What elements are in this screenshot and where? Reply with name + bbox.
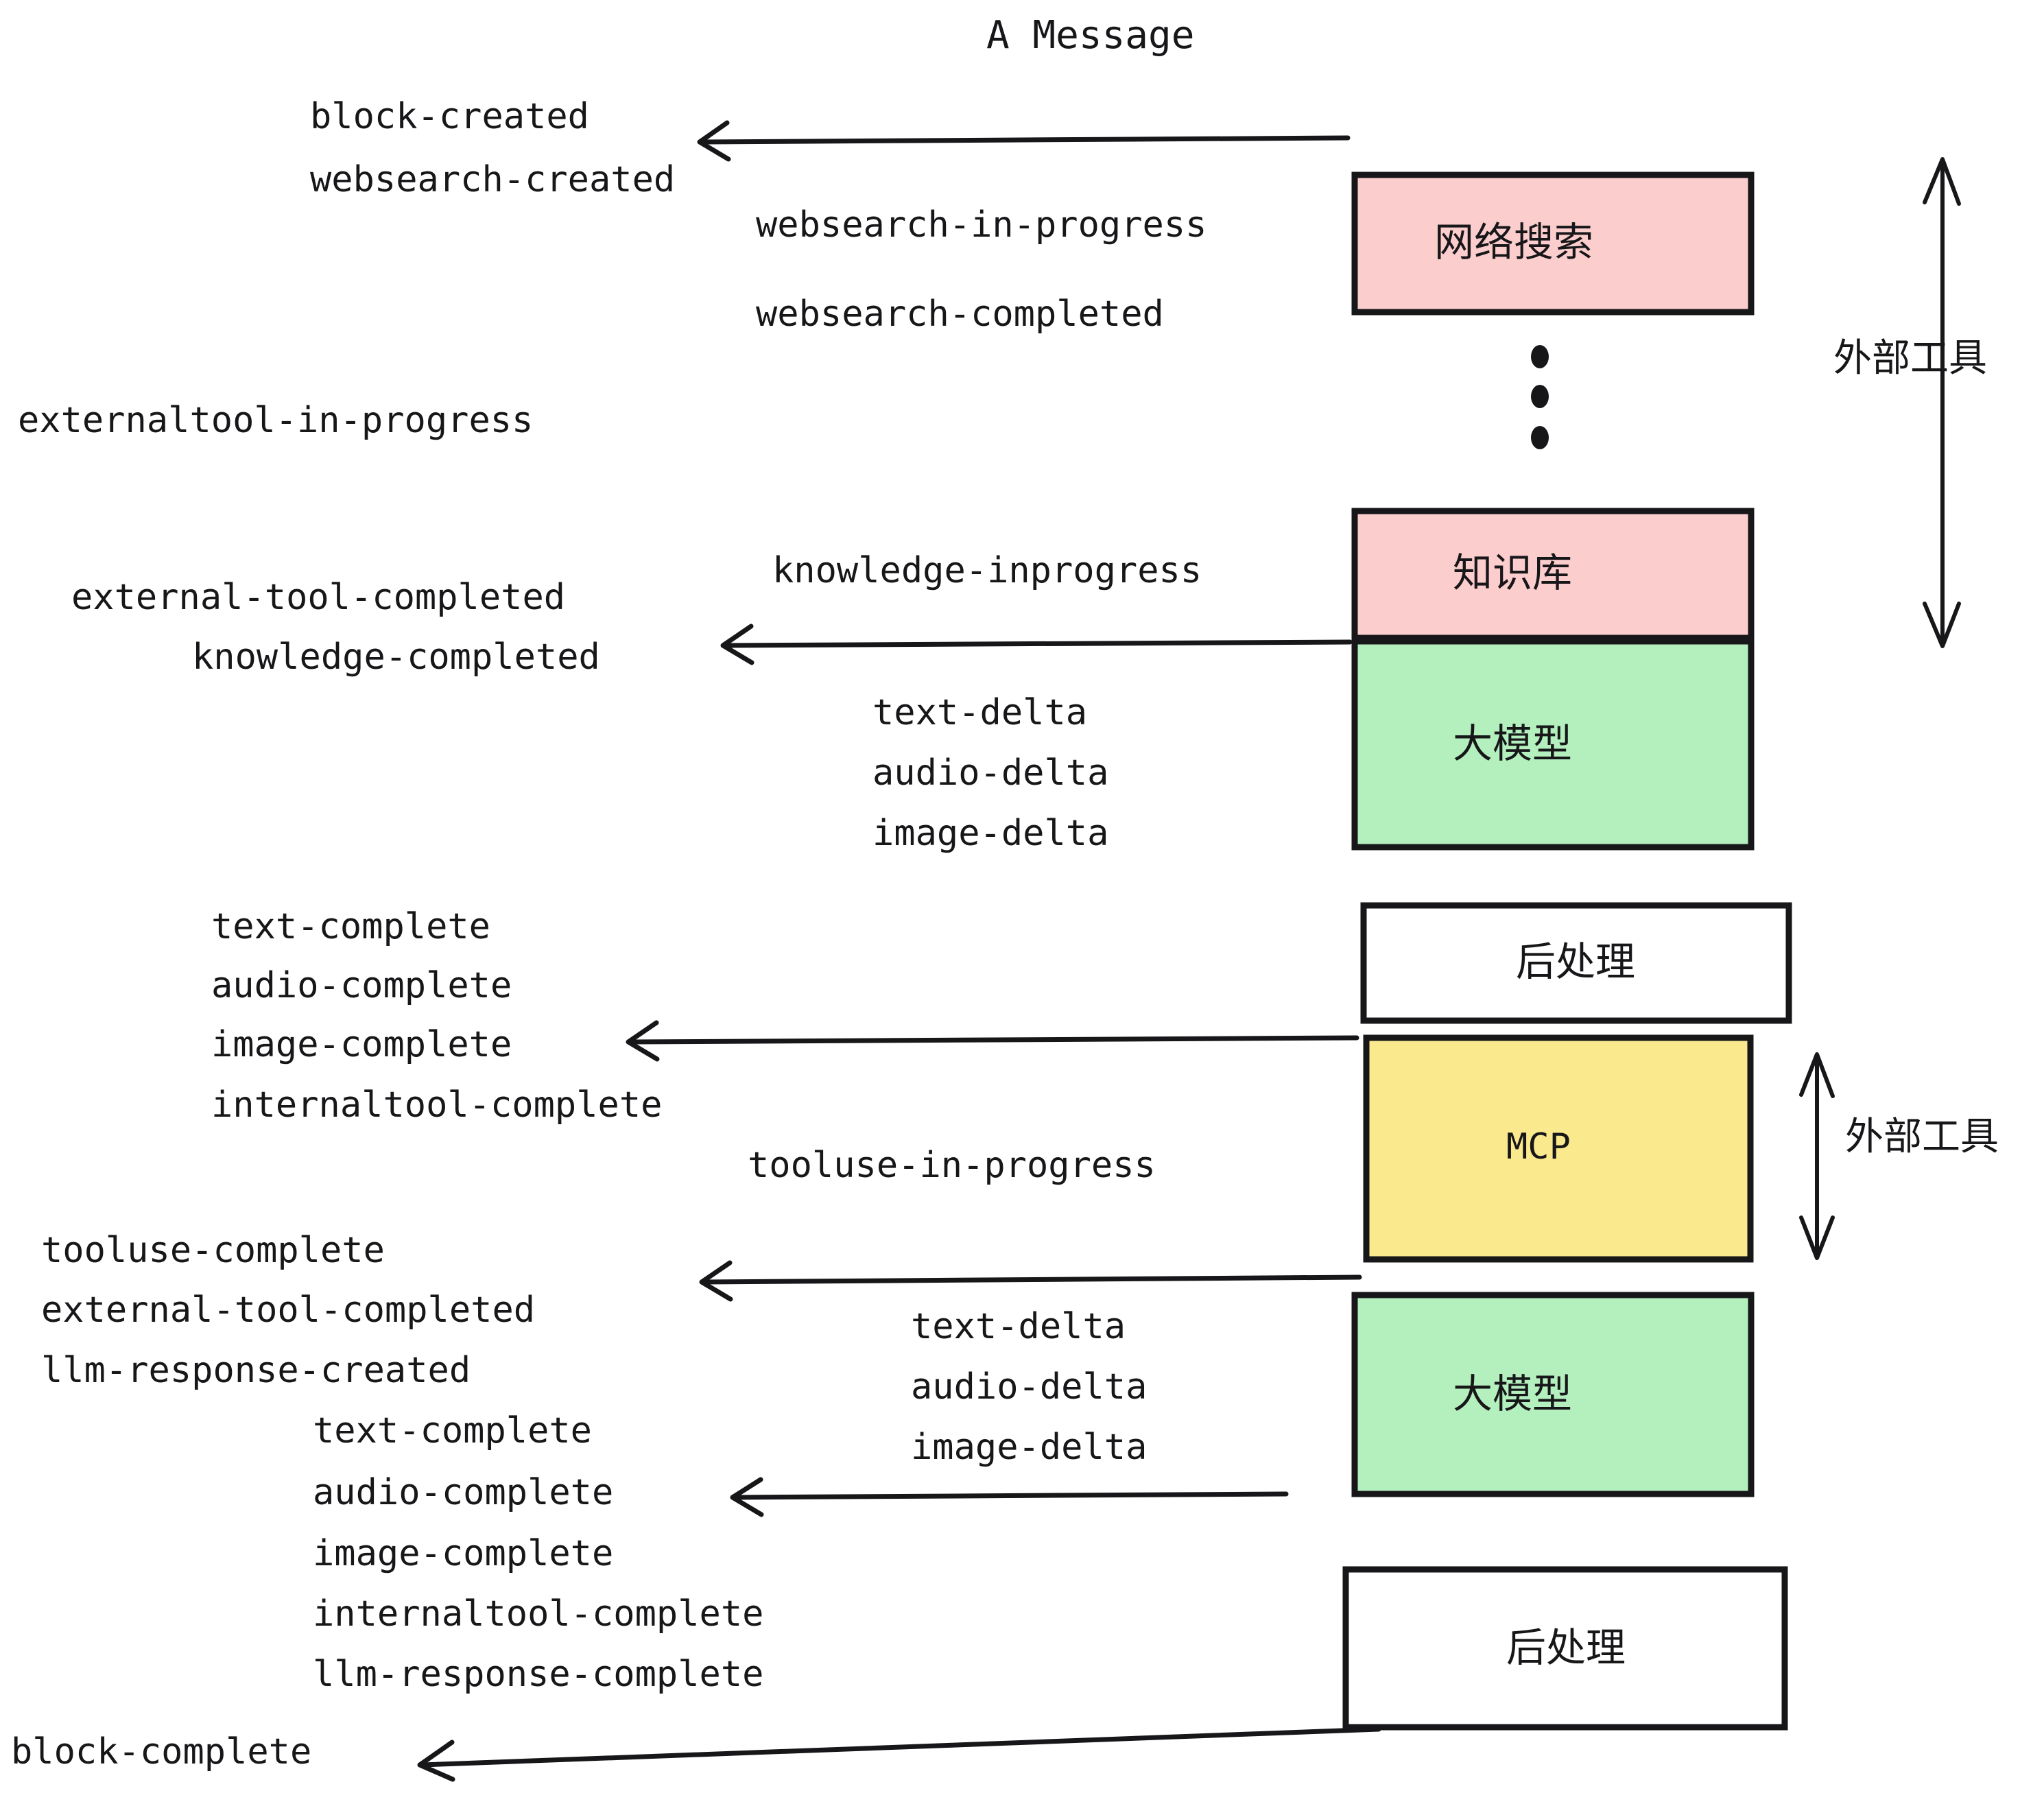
box-postprocess-top xyxy=(1360,902,1792,1024)
event-label-external-tool-completed-2: external-tool-completed xyxy=(41,1290,536,1331)
box-label-llm-top: 大模型 xyxy=(1453,720,1573,767)
box-mcp xyxy=(1363,1034,1754,1263)
external-tool-arrow-bottom xyxy=(1799,1052,1835,1260)
box-label-knowledge: 知识库 xyxy=(1453,549,1573,596)
box-websearch xyxy=(1351,171,1755,316)
event-label-audio-complete-2: audio-complete xyxy=(313,1472,614,1513)
event-label-tooluse-complete: tooluse-complete xyxy=(41,1230,385,1271)
box-postprocess-bottom xyxy=(1342,1566,1788,1731)
box-label-llm-bottom: 大模型 xyxy=(1453,1370,1573,1417)
arrow-mcp-to-tooluse-complete xyxy=(699,1260,1362,1302)
event-label-llm-response-complete: llm-response-complete xyxy=(313,1654,764,1695)
event-label-block-created: block-created xyxy=(310,96,589,137)
event-label-llm-response-created: llm-response-created xyxy=(41,1350,471,1391)
event-label-tooluse-in-progress: tooluse-in-progress xyxy=(748,1145,1156,1186)
arrow-llm-bottom-to-audio-complete xyxy=(730,1477,1289,1517)
event-label-text-delta-2: text-delta xyxy=(911,1306,1126,1347)
arrow-postprocess-bottom-to-block-complete xyxy=(417,1726,1381,1782)
arrow-websearch-to-created xyxy=(697,120,1351,162)
event-label-websearch-created: websearch-created xyxy=(310,159,676,200)
arrow-postprocess-top-to-image-complete xyxy=(626,1020,1359,1062)
event-label-image-delta-2: image-delta xyxy=(911,1427,1148,1468)
event-label-image-delta-1: image-delta xyxy=(872,813,1109,854)
event-label-knowledge-inprogress: knowledge-inprogress xyxy=(772,550,1202,591)
event-label-audio-delta-2: audio-delta xyxy=(911,1366,1148,1408)
event-label-external-tool-completed-1: external-tool-completed xyxy=(71,577,566,618)
event-label-knowledge-completed: knowledge-completed xyxy=(192,637,600,678)
event-label-text-complete-2: text-complete xyxy=(313,1410,592,1451)
event-label-image-complete-1: image-complete xyxy=(211,1024,512,1065)
event-label-websearch-in-progress: websearch-in-progress xyxy=(756,204,1207,246)
box-llm-top xyxy=(1351,638,1755,851)
event-label-externaltool-in-progress: externaltool-in-progress xyxy=(18,400,534,441)
ellipsis-dots xyxy=(1531,345,1549,449)
event-label-internaltool-complete-2: internaltool-complete xyxy=(313,1593,764,1635)
page-title: A Message xyxy=(986,13,1195,58)
external-tool-arrow-top xyxy=(1923,157,1961,648)
box-label-postprocess-top: 后处理 xyxy=(1516,938,1636,985)
box-knowledge xyxy=(1351,508,1755,641)
event-label-text-complete-1: text-complete xyxy=(211,906,490,947)
event-label-websearch-completed: websearch-completed xyxy=(756,294,1164,335)
box-label-websearch: 网络搜索 xyxy=(1434,219,1594,265)
event-label-block-complete: block-complete xyxy=(11,1731,312,1772)
box-label-postprocess-bottom: 后处理 xyxy=(1506,1624,1626,1671)
event-label-text-delta-1: text-delta xyxy=(872,692,1088,733)
side-label-external-tool-bottom: 外部工具 xyxy=(1845,1115,1999,1159)
box-llm-bottom xyxy=(1351,1292,1755,1497)
side-label-external-tool-top: 外部工具 xyxy=(1833,336,1987,381)
arrow-knowledge-to-completed xyxy=(720,624,1353,665)
event-label-image-complete-2: image-complete xyxy=(313,1533,614,1574)
event-label-audio-delta-1: audio-delta xyxy=(872,752,1109,794)
event-label-internaltool-complete-1: internaltool-complete xyxy=(211,1084,663,1126)
event-label-audio-complete-1: audio-complete xyxy=(211,965,512,1006)
box-label-mcp: MCP xyxy=(1506,1126,1571,1167)
